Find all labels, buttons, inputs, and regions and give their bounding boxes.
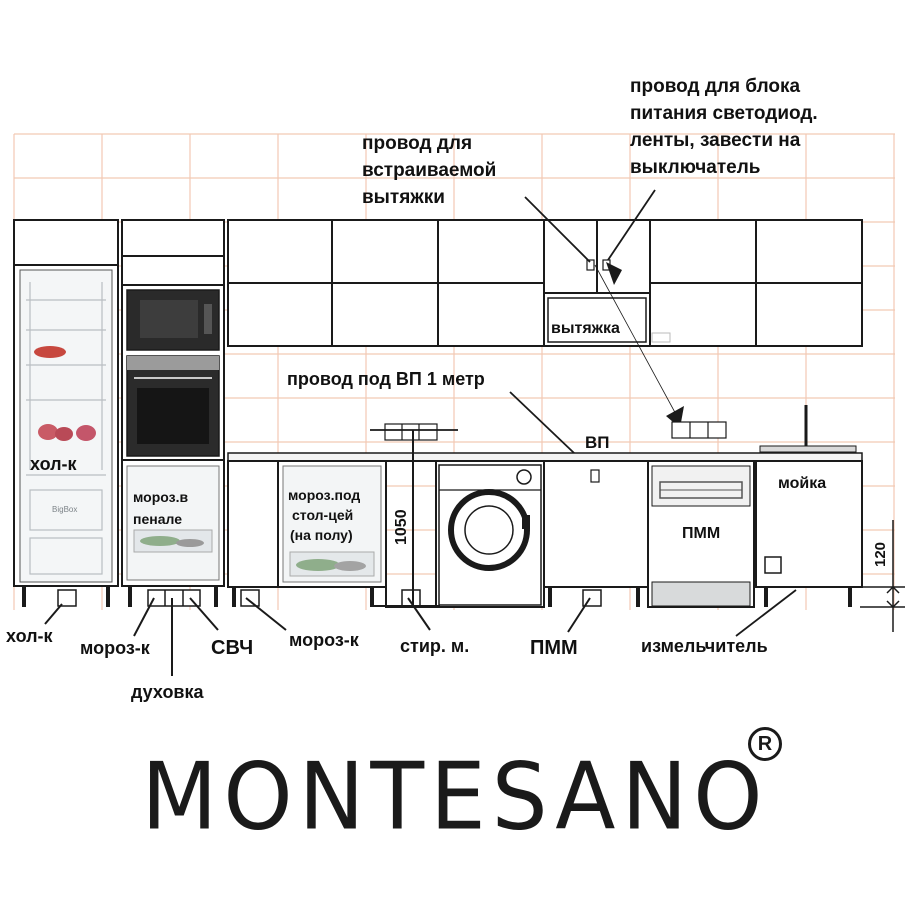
under-counter-freezer-label: мороз.под стол-цей (на полу) [288,487,364,543]
upper-cabinets [227,219,863,347]
microwave [126,289,220,351]
dim-120-label: 120 [872,542,889,567]
oven [126,355,220,457]
registered-mark: R [748,727,782,761]
bottom-label-dishwasher: ПММ [530,637,578,659]
backsplash-sockets-right [671,421,727,439]
led-wire-label: провод для блока питания светодиод. лент… [630,76,823,178]
sink-bowl [759,445,857,453]
dim-1050 [370,430,440,607]
hob-label: ВП [585,433,610,452]
cabinet-legs [22,587,852,607]
dim-120 [860,520,905,632]
hood-unit [547,297,647,343]
sink-label: мойка [778,475,826,492]
bottom-label-fridge: хол-к [6,626,54,646]
dishwasher [651,465,751,607]
bottom-label-freezer: мороз-к [80,638,151,658]
freezer-column-label: мороз.в пенале [133,489,192,527]
fridge-label: хол-к [30,454,78,474]
shredder-socket [764,556,782,574]
bottom-label-oven: духовка [131,682,205,702]
dim-1050-label: 1050 [393,509,410,545]
worktop [227,452,863,462]
hob-wire-label: провод под ВП 1 метр [287,369,485,389]
hob-socket [590,469,600,483]
floor-sockets [57,589,602,607]
under-counter-freezer [282,465,382,583]
sink-tap [800,405,812,449]
freezer-column-interior [126,465,220,581]
dishwasher-label: ПММ [682,525,720,542]
bottom-label-freezer2: мороз-к [289,630,360,650]
fridge-box-label: BigBox [52,505,77,514]
hood-label: вытяжка [551,320,620,337]
bottom-leaders [44,597,591,676]
washing-machine [438,464,542,606]
fridge-interior [26,282,106,575]
brand-logo: MONTESANO [141,742,769,851]
faint-duct [651,332,671,343]
bottom-label-shredder: измельчитель [641,636,768,656]
bottom-label-washer: стир. м. [400,636,469,656]
fridge-food [34,346,96,441]
bottom-label-microwave: СВЧ [211,637,253,659]
hob-wire-sockets [370,423,458,441]
hood-wire-label: провод для встраиваемой вытяжки [362,133,502,208]
